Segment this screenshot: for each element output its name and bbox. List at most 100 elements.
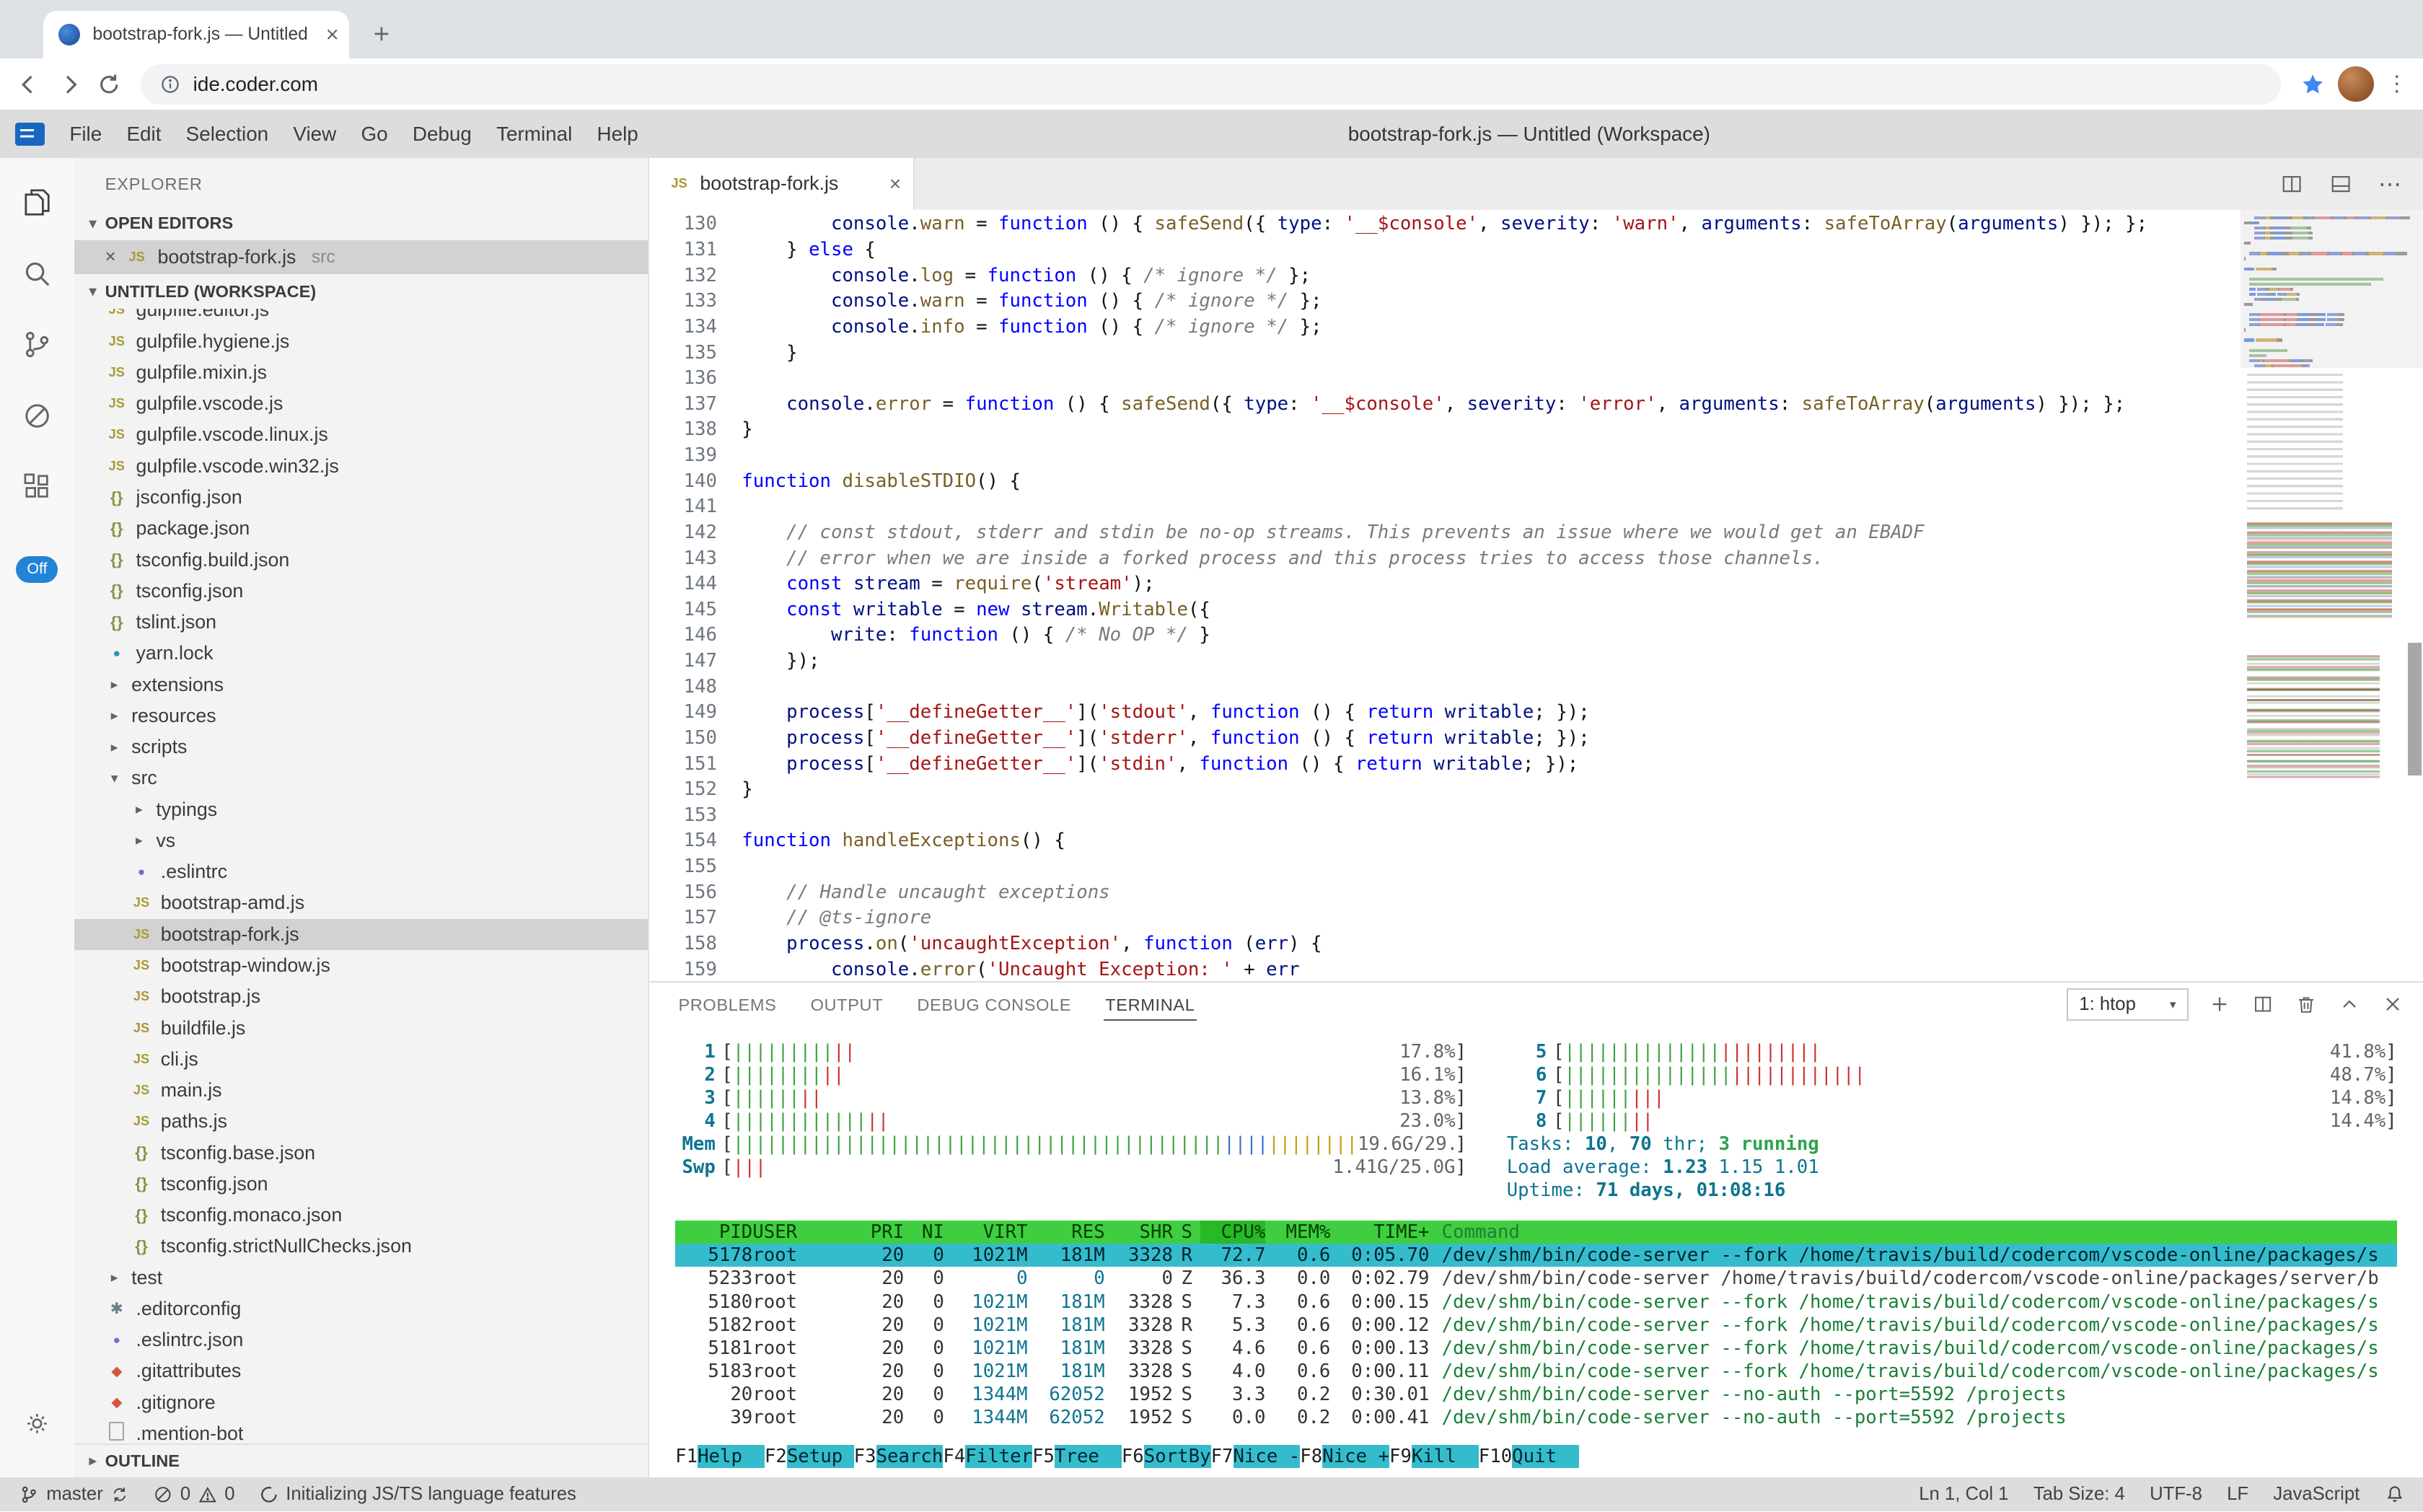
file-.eslintrc[interactable]: ●.eslintrc [74, 856, 648, 887]
close-icon[interactable]: × [105, 247, 116, 268]
cursor-position[interactable]: Ln 1, Col 1 [1919, 1484, 2009, 1505]
reload-icon[interactable] [96, 71, 122, 97]
kill-terminal-icon[interactable] [2295, 993, 2318, 1016]
menu-debug[interactable]: Debug [412, 123, 472, 146]
column-header-mem[interactable]: MEM% [1285, 1221, 1331, 1244]
file-tsconfig.json[interactable]: {}tsconfig.json [74, 1169, 648, 1200]
eol-indicator[interactable]: LF [2227, 1484, 2249, 1505]
outline-header[interactable]: ▸ OUTLINE [74, 1443, 648, 1477]
encoding[interactable]: UTF-8 [2150, 1484, 2202, 1505]
file-tsconfig.base.json[interactable]: {}tsconfig.base.json [74, 1137, 648, 1168]
branch-indicator[interactable]: master [19, 1484, 129, 1505]
editor-tab[interactable]: JS bootstrap-fork.js × [648, 157, 915, 211]
folder-src[interactable]: ▾src [74, 762, 648, 794]
forward-icon[interactable] [56, 71, 84, 99]
open-editors-header[interactable]: ▾ OPEN EDITORS [74, 206, 648, 240]
column-header-ni[interactable]: NI [921, 1221, 944, 1244]
browser-tab[interactable]: bootstrap-fork.js — Untitled (W [43, 11, 350, 59]
problems-indicator[interactable]: 0 0 [154, 1484, 235, 1505]
folder-vs[interactable]: ▸vs [74, 825, 648, 856]
column-header-res[interactable]: RES [1071, 1221, 1105, 1244]
panel-tab-output[interactable]: OUTPUT [810, 995, 884, 1014]
column-header-pri[interactable]: PRI [870, 1221, 905, 1244]
debug-icon[interactable] [0, 380, 74, 452]
source-control-icon[interactable] [0, 309, 74, 380]
new-terminal-icon[interactable] [2208, 993, 2231, 1016]
browser-menu-icon[interactable]: ⋮ [2385, 72, 2408, 97]
file-tslint.json[interactable]: {}tslint.json [74, 607, 648, 638]
panel-tab-problems[interactable]: PROBLEMS [678, 995, 777, 1014]
bookmark-star-icon[interactable] [2300, 71, 2326, 97]
menu-terminal[interactable]: Terminal [496, 123, 573, 146]
column-header-virt[interactable]: VIRT [982, 1221, 1028, 1244]
profile-avatar[interactable] [2338, 66, 2374, 102]
split-terminal-icon[interactable] [2251, 993, 2274, 1016]
file-.editorconfig[interactable]: ✱.editorconfig [74, 1293, 648, 1324]
split-editor-icon[interactable] [2279, 172, 2304, 196]
explorer-icon[interactable] [0, 167, 74, 238]
file-tsconfig.json[interactable]: {}tsconfig.json [74, 576, 648, 607]
panel-tab-debug-console[interactable]: DEBUG CONSOLE [917, 995, 1072, 1014]
terminal-selector[interactable]: 1: htop ▾ [2067, 988, 2189, 1021]
menu-file[interactable]: File [69, 123, 102, 146]
menu-edit[interactable]: Edit [126, 123, 162, 146]
file-.gitignore[interactable]: ◆.gitignore [74, 1387, 648, 1418]
code-editor[interactable]: 130 console.warn = function () { safeSen… [648, 210, 2423, 982]
folder-test[interactable]: ▸test [74, 1262, 648, 1293]
open-editor-entry[interactable]: × JS bootstrap-fork.js src [74, 240, 648, 275]
folder-scripts[interactable]: ▸scripts [74, 731, 648, 762]
status-badge[interactable]: Off [16, 556, 58, 583]
close-icon[interactable]: × [889, 172, 902, 195]
file-package.json[interactable]: {}package.json [74, 513, 648, 544]
file-.eslintrc.json[interactable]: ●.eslintrc.json [74, 1324, 648, 1355]
column-header-shr[interactable]: SHR [1139, 1221, 1173, 1244]
column-header-cpu[interactable]: CPU% [1200, 1221, 1266, 1244]
toggle-layout-icon[interactable] [2329, 172, 2353, 196]
workspace-header[interactable]: ▾ UNTITLED (WORKSPACE) [74, 274, 648, 308]
file-tsconfig.build.json[interactable]: {}tsconfig.build.json [74, 544, 648, 575]
search-icon[interactable] [0, 238, 74, 309]
maximize-panel-icon[interactable] [2338, 993, 2361, 1016]
editor-scrollbar[interactable] [2407, 643, 2422, 776]
column-header-s[interactable]: S [1181, 1221, 1192, 1244]
column-header-time+[interactable]: TIME+ [1373, 1221, 1430, 1244]
close-panel-icon[interactable] [2381, 993, 2404, 1016]
menu-help[interactable]: Help [597, 123, 638, 146]
file-.gitattributes[interactable]: ◆.gitattributes [74, 1355, 648, 1386]
more-actions-icon[interactable]: ⋯ [2378, 170, 2402, 197]
column-header-command[interactable]: Command [1441, 1221, 1520, 1244]
language-mode[interactable]: JavaScript [2273, 1484, 2360, 1505]
file-tsconfig.strictNullChecks.json[interactable]: {}tsconfig.strictNullChecks.json [74, 1231, 648, 1262]
panel-tab-terminal[interactable]: TERMINAL [1104, 988, 1197, 1021]
column-header-pid[interactable]: PID [718, 1221, 753, 1244]
column-header-user[interactable]: USER [752, 1221, 798, 1244]
menu-go[interactable]: Go [361, 123, 388, 146]
folder-typings[interactable]: ▸typings [74, 794, 648, 825]
file-yarn.lock[interactable]: ●yarn.lock [74, 638, 648, 669]
tab-close-icon[interactable] [325, 27, 340, 42]
folder-extensions[interactable]: ▸extensions [74, 669, 648, 700]
menu-view[interactable]: View [293, 123, 337, 146]
terminal-htop[interactable]: 1[|||||||||||17.8%]2[||||||||||16.1%]3[|… [649, 1026, 2423, 1477]
menu-selection[interactable]: Selection [185, 123, 269, 146]
settings-gear-icon[interactable] [0, 1388, 74, 1459]
